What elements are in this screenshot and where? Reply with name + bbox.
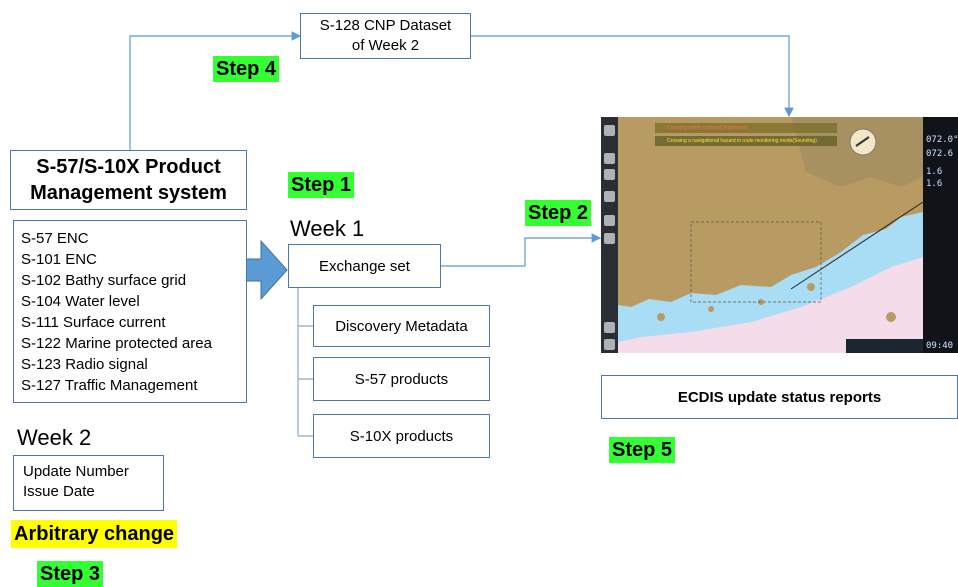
s128-line1: S-128 CNP Dataset <box>319 17 452 34</box>
product-list-item: S-57 ENC <box>21 230 89 247</box>
step3-label: Step 3 <box>37 561 104 587</box>
product-list-item: S-102 Bathy surface grid <box>21 272 187 289</box>
step2-label: Step 2 <box>525 200 592 226</box>
ecdis-status-bar <box>846 339 923 353</box>
ecdis-course-readout: 072.6 <box>926 149 954 159</box>
update-number-label: Update Number <box>23 463 129 480</box>
product-list-item: S-101 ENC <box>21 251 97 268</box>
ecdis-speed-readout-2: 1.6 <box>926 179 943 189</box>
arbitrary-change-label: Arbitrary change <box>11 520 178 548</box>
tree-connector <box>297 288 313 437</box>
issue-date-label: Issue Date <box>23 483 95 500</box>
step5-label: Step 5 <box>609 437 676 463</box>
week2-label: Week 2 <box>17 425 92 450</box>
s128-to-ecdis-arrow <box>471 35 794 118</box>
exchange-set-box: Exchange set <box>288 244 441 288</box>
discovery-metadata-label: Discovery Metadata <box>335 317 468 335</box>
product-list-box: S-57 ENC S-101 ENC S-102 Bathy surface gri… <box>13 220 247 403</box>
discovery-metadata-box: Discovery Metadata <box>313 305 490 347</box>
s10x-products-label: S-10X products <box>349 427 454 445</box>
ecdis-alarm-1: Crossing safety contour(Depth/area) <box>655 123 837 133</box>
step4-label: Step 4 <box>213 56 280 82</box>
ecdis-right-panel: 072.0° 072.6 1.6 1.6 09:40 <box>923 117 958 353</box>
ecdis-speed-readout-1: 1.6 <box>926 167 943 177</box>
pms-to-s128-arrow <box>129 31 302 150</box>
s10x-products-box: S-10X products <box>313 414 490 458</box>
ecdis-report-label: ECDIS update status reports <box>677 388 882 406</box>
product-list-item: S-123 Radio signal <box>21 356 148 373</box>
ecdis-time-readout: 09:40 <box>926 341 954 351</box>
product-list-item: S-122 Marine protected area <box>21 335 212 352</box>
ecdis-screenshot: Crossing safety contour(Depth/area) Cros… <box>601 117 958 353</box>
product-list: S-57 ENC S-101 ENC S-102 Bathy surface gri… <box>21 228 246 396</box>
pms-line2: Management system <box>30 182 227 204</box>
ecdis-report-box: ECDIS update status reports <box>601 375 958 419</box>
week1-label: Week 1 <box>290 216 365 241</box>
s57-products-box: S-57 products <box>313 357 490 401</box>
s57-products-label: S-57 products <box>354 370 449 388</box>
ecdis-chart-map <box>618 117 924 353</box>
exchange-to-ecdis-arrow <box>440 233 602 267</box>
pms-line1: S-57/S-10X Product <box>36 156 221 178</box>
exchange-set-label: Exchange set <box>319 257 410 275</box>
product-management-system-box: S-57/S-10X Product Management system <box>10 150 247 210</box>
ecdis-heading-readout: 072.0° <box>926 135 958 145</box>
product-list-item: S-127 Traffic Management <box>21 377 198 394</box>
ecdis-left-toolbar <box>601 117 618 353</box>
s128-line2: of Week 2 <box>351 37 420 54</box>
product-list-item: S-111 Surface current <box>21 314 166 331</box>
update-info-box: Update Number Issue Date <box>13 455 164 511</box>
s128-dataset-box: S-128 CNP Dataset of Week 2 <box>300 13 471 59</box>
product-list-item: S-104 Water level <box>21 293 140 310</box>
step1-label: Step 1 <box>288 172 355 198</box>
ecdis-alarm-2: Crossing a navigational hazard in route … <box>655 136 837 146</box>
